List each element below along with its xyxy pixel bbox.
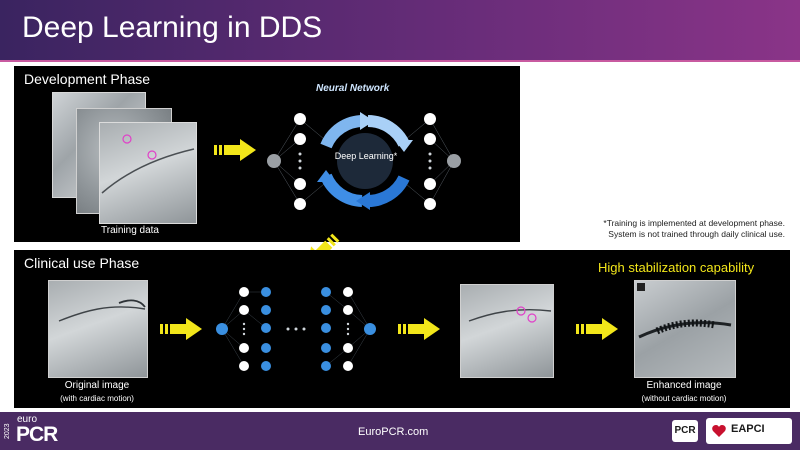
- training-image-front: [99, 122, 197, 224]
- arrow-right-icon: [398, 318, 440, 340]
- brand-euro: euro: [17, 414, 38, 425]
- brand-pcr: PCR: [16, 423, 58, 446]
- footer-bar: 2023 euro PCR EuroPCR.com PCR EAPCI: [0, 412, 800, 450]
- cycle-arrows-icon: [317, 112, 413, 210]
- neural-network-title: Neural Network: [316, 83, 390, 94]
- title-bar: Deep Learning in DDS: [0, 0, 800, 60]
- footnote-line-2: System is not trained through daily clin…: [608, 229, 785, 239]
- processed-image: [460, 284, 554, 378]
- arrow-right-icon: [214, 139, 256, 161]
- clinical-neural-network-diagram: [216, 287, 376, 371]
- development-phase-panel: Development Phase Training data Neural N…: [14, 66, 520, 242]
- enhanced-image-caption: Enhanced image: [646, 380, 722, 391]
- pcr-logo-text: PCR: [674, 425, 696, 436]
- eapci-logo-text: EAPCI: [731, 423, 765, 435]
- clinical-phase-panel: Clinical use Phase High stabilization ca…: [14, 250, 790, 408]
- enhanced-image-subcaption: (without cardiac motion): [641, 394, 727, 403]
- arrow-right-icon: [160, 318, 202, 340]
- arrow-right-icon: [576, 318, 618, 340]
- stabilization-highlight: High stabilization capability: [598, 260, 755, 275]
- original-image-subcaption: (with cardiac motion): [60, 394, 134, 403]
- slide-title: Deep Learning in DDS: [22, 11, 323, 44]
- enhanced-image: [634, 280, 736, 378]
- brand-year: 2023: [4, 423, 11, 439]
- title-divider: [0, 60, 800, 62]
- heart-icon: [712, 425, 726, 437]
- deep-learning-label: Deep Learning*: [334, 151, 398, 161]
- footnote-line-1: *Training is implemented at development …: [603, 218, 785, 228]
- neural-network-diagram: [267, 112, 461, 210]
- original-image: [48, 280, 148, 378]
- development-phase-label: Development Phase: [24, 71, 151, 87]
- clinical-phase-label: Clinical use Phase: [24, 255, 140, 271]
- eapci-logo: EAPCI: [706, 418, 792, 444]
- training-data-caption: Training data: [101, 225, 159, 236]
- original-image-caption: Original image: [64, 380, 130, 391]
- pcr-logo: PCR: [672, 420, 698, 442]
- training-footnote: *Training is implemented at development …: [520, 218, 785, 240]
- footer-url[interactable]: EuroPCR.com: [358, 426, 429, 438]
